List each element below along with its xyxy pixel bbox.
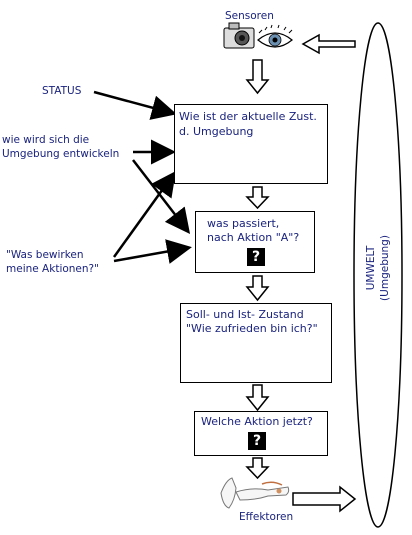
status-label: STATUS [42,85,82,97]
environment-label-line2: (Umgebung) [379,235,391,301]
camera-icon [223,22,255,49]
goal-state-box [180,303,332,383]
env-to-sensor-arrow [301,33,356,55]
effects-to-state-arrow [112,170,176,258]
effects-label-line1: "Was bewirken [6,249,84,261]
hand-icon [220,477,290,509]
down-arrow-5 [245,457,270,480]
question-icon: ? [247,248,265,266]
environment-label: UMWELT (Umgebung) [364,223,392,313]
question-icon-2: ? [248,432,266,450]
action-outcome-line2: nach Aktion "A"? [207,231,300,244]
down-arrow-1 [245,59,270,95]
develop-label-line1: wie wird sich die [2,134,90,146]
develop-label-line2: Umgebung entwickeln [2,148,120,160]
effects-label-line2: meine Aktionen?" [6,263,99,275]
current-state-line1: Wie ist der aktuelle Zust. [179,110,317,123]
down-arrow-2 [245,186,270,210]
goal-state-line2: "Wie zufrieden bin ich?" [186,322,318,335]
sensors-label: Sensoren [225,10,274,22]
environment-ellipse [353,22,403,528]
environment-label-line1: UMWELT [365,245,377,291]
current-state-line2: d. Umgebung [179,125,254,138]
goal-state-line1: Soll- und Ist- Zustand [186,308,304,321]
effectors-label: Effektoren [239,511,294,523]
current-state-box [174,104,328,184]
down-arrow-3 [245,275,270,302]
effector-to-env-arrow [292,485,357,513]
choose-action-label: Welche Aktion jetzt? [201,415,313,428]
effects-to-action-arrow [113,239,192,264]
action-outcome-line1: was passiert, [207,217,280,230]
status-arrow [93,90,177,120]
eye-icon [257,24,293,48]
down-arrow-4 [245,384,270,412]
